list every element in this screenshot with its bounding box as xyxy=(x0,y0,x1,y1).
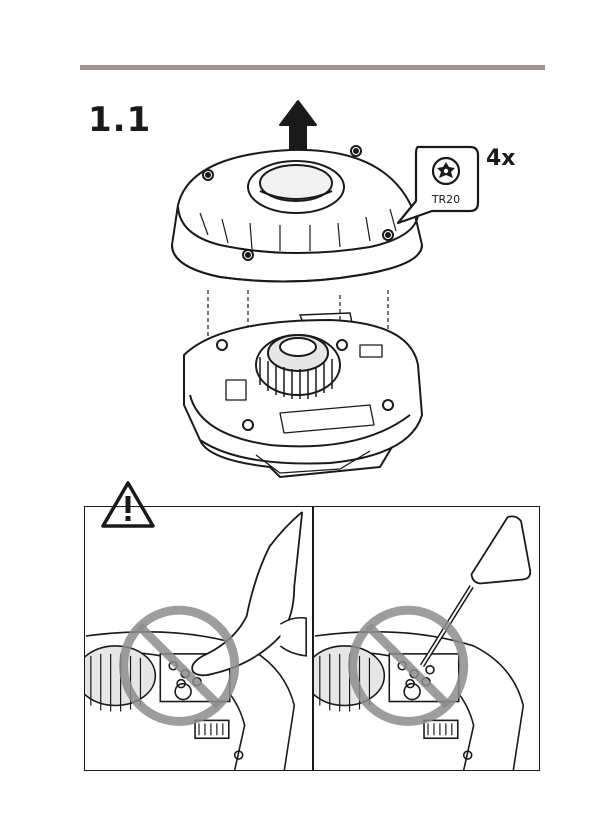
torx-bit-label: TR20 xyxy=(431,193,460,206)
camera-base-unit xyxy=(184,320,422,477)
camera-dome-removal-illustration: TR20 4x xyxy=(160,95,540,485)
torx-tool-callout xyxy=(398,147,478,223)
step-number: 1.1 xyxy=(88,100,151,140)
warning-panel xyxy=(84,506,540,771)
top-divider-rule xyxy=(80,65,545,70)
screw-count-label: 4x xyxy=(486,146,516,171)
dome-cover xyxy=(172,146,422,325)
no-tool-touch-illustration xyxy=(314,507,540,770)
no-finger-touch-illustration xyxy=(85,507,312,770)
